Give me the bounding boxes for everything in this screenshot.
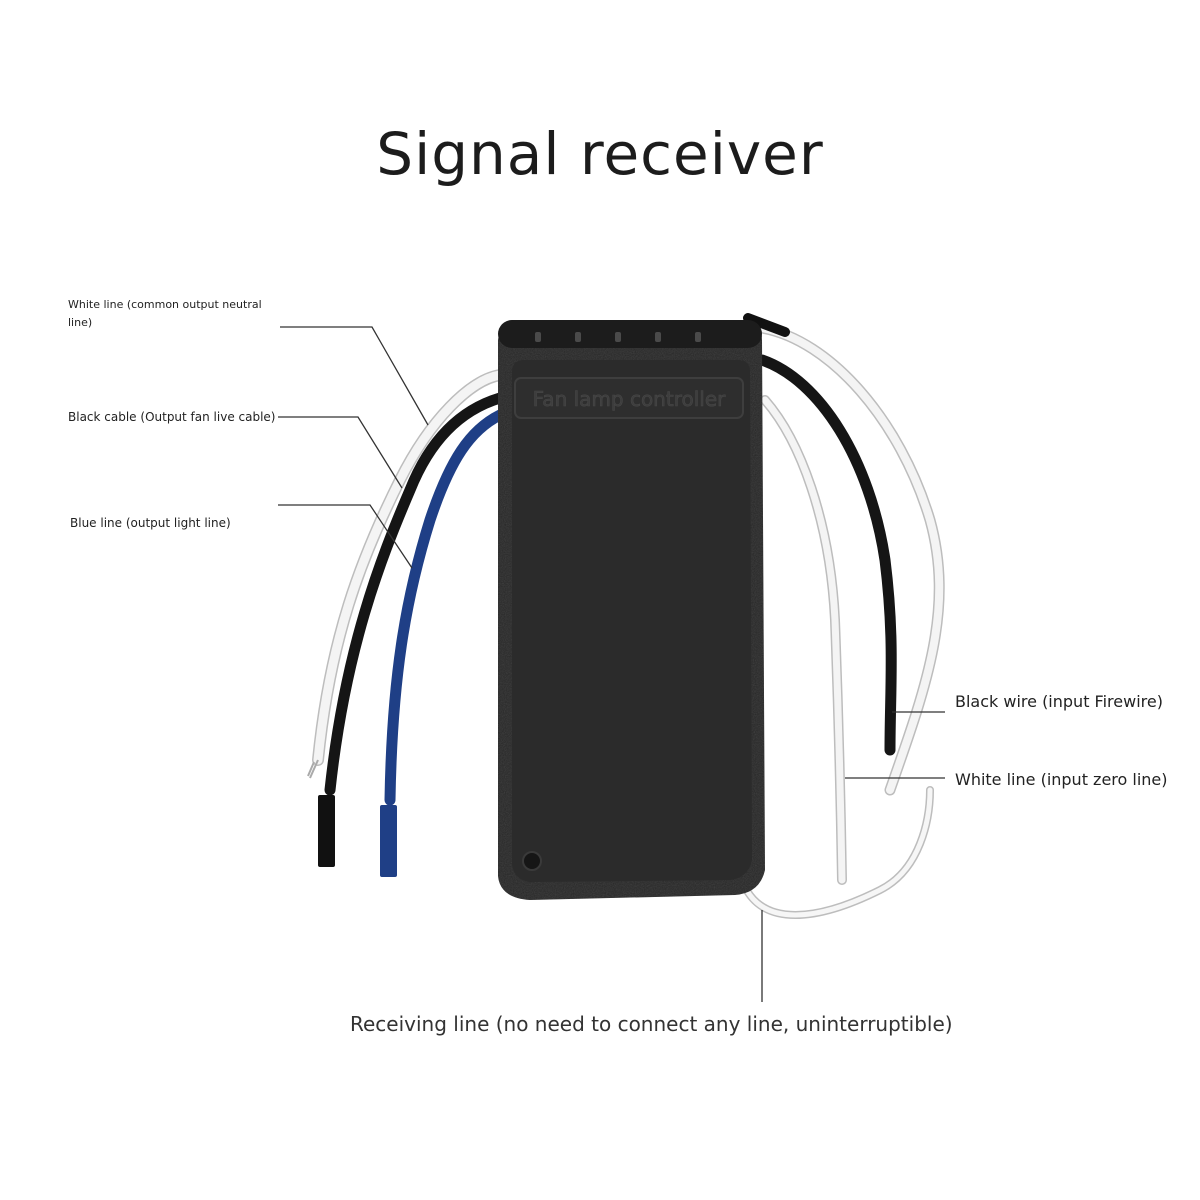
black-input-fire-wire: [756, 354, 897, 756]
label-white-input-zero: White line (input zero line): [955, 770, 1168, 789]
leader-black-output: [278, 416, 403, 489]
black-output-fan-wire: [324, 392, 506, 796]
label-blue-output-light: Blue line (output light line): [70, 516, 231, 530]
label-black-input-fire: Black wire (input Firewire): [955, 692, 1163, 711]
top-right-sleeve: [743, 313, 790, 337]
page-title: Signal receiver: [376, 120, 824, 188]
left-wires: [307, 369, 506, 877]
label-white-output-neutral: White line (common output neutral line): [68, 298, 262, 329]
leader-lines: [278, 326, 945, 1002]
blue-wire-sleeve: [380, 805, 397, 877]
leader-white-output: [280, 326, 429, 426]
label-plate: [514, 377, 744, 419]
right-wires: [738, 313, 945, 919]
receiver-housing: Fan lamp controller: [498, 320, 765, 900]
label-receiving-line: Receiving line (no need to connect any l…: [350, 1012, 953, 1036]
label-plate-text: Fan lamp controller: [533, 387, 726, 411]
leader-blue-output: [278, 504, 413, 569]
black-wire-sleeve: [318, 795, 335, 867]
blue-output-light-wire: [384, 409, 506, 806]
indicator-led: [522, 851, 542, 871]
label-black-output-fan: Black cable (Output fan live cable): [68, 410, 276, 424]
